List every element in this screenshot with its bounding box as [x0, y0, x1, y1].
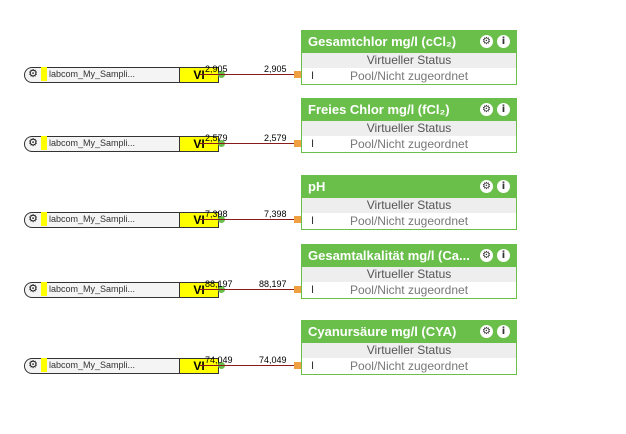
gear-icon[interactable]: ⚙ — [480, 249, 493, 262]
connection-line[interactable] — [200, 74, 299, 75]
source-type-badge: VI — [179, 67, 219, 83]
source-label: labcom_My_Sampli... — [49, 69, 136, 79]
source-label: labcom_My_Sampli... — [49, 214, 136, 224]
node-input-text: Pool/Nicht zugeordnet — [349, 137, 469, 151]
gear-icon[interactable]: ⚙ — [28, 358, 38, 371]
input-port[interactable] — [294, 286, 301, 293]
input-value: 7,398 — [264, 209, 287, 219]
source-marker — [41, 282, 47, 296]
node-input-row[interactable]: Pool/Nicht zugeordnet I — [302, 358, 516, 374]
connection-line[interactable] — [200, 143, 299, 144]
gear-icon[interactable]: ⚙ — [480, 103, 493, 116]
gear-icon[interactable]: ⚙ — [480, 325, 493, 338]
source-label: labcom_My_Sampli... — [49, 284, 136, 294]
connection-line[interactable] — [200, 219, 299, 220]
info-icon[interactable]: i — [497, 325, 510, 338]
output-value: 74,049 — [205, 355, 233, 365]
node-subtitle: Virtueller Status — [302, 267, 516, 282]
gear-icon[interactable]: ⚙ — [28, 67, 38, 80]
input-value: 88,197 — [259, 279, 287, 289]
output-value: 88,197 — [205, 279, 233, 289]
source-marker — [41, 136, 47, 150]
input-value: 2,905 — [264, 64, 287, 74]
node-subtitle: Virtueller Status — [302, 121, 516, 136]
source-pill — [24, 136, 179, 152]
source-block[interactable]: ⚙ labcom_My_Sampli... VI — [24, 282, 225, 298]
node-input-text: Pool/Nicht zugeordnet — [349, 359, 469, 373]
node-input-text: Pool/Nicht zugeordnet — [349, 69, 469, 83]
node-header: Cyanursäure mg/l (CYA) ⚙ i — [302, 321, 516, 343]
source-pill — [24, 282, 179, 298]
source-block[interactable]: ⚙ labcom_My_Sampli... VI — [24, 136, 225, 152]
output-value: 2,905 — [205, 64, 228, 74]
source-block[interactable]: ⚙ labcom_My_Sampli... VI — [24, 358, 225, 374]
info-icon[interactable]: i — [497, 103, 510, 116]
virtual-status-node[interactable]: Gesamtalkalität mg/l (Ca... ⚙ i Virtuell… — [301, 244, 517, 299]
gear-icon[interactable]: ⚙ — [480, 35, 493, 48]
connection-line[interactable] — [200, 365, 299, 366]
input-port[interactable] — [294, 140, 301, 147]
node-title: Freies Chlor mg/l (fCl₂) — [308, 102, 450, 117]
node-title: Gesamtalkalität mg/l (Ca... — [308, 248, 470, 263]
node-input-row[interactable]: Pool/Nicht zugeordnet I — [302, 213, 516, 229]
node-title: Cyanursäure mg/l (CYA) — [308, 324, 457, 339]
gear-icon[interactable]: ⚙ — [28, 136, 38, 149]
node-header: pH ⚙ i — [302, 176, 516, 198]
source-label: labcom_My_Sampli... — [49, 138, 136, 148]
node-header: Gesamtalkalität mg/l (Ca... ⚙ i — [302, 245, 516, 267]
source-label: labcom_My_Sampli... — [49, 360, 136, 370]
source-pill — [24, 212, 179, 228]
virtual-status-node[interactable]: Freies Chlor mg/l (fCl₂) ⚙ i Virtueller … — [301, 98, 517, 153]
input-port[interactable] — [294, 71, 301, 78]
node-input-letter: I — [311, 215, 315, 227]
source-marker — [41, 358, 47, 372]
info-icon[interactable]: i — [497, 35, 510, 48]
output-value: 7,398 — [205, 209, 228, 219]
source-marker — [41, 212, 47, 226]
gear-icon[interactable]: ⚙ — [28, 282, 38, 295]
gear-icon[interactable]: ⚙ — [480, 180, 493, 193]
virtual-status-node[interactable]: Cyanursäure mg/l (CYA) ⚙ i Virtueller St… — [301, 320, 517, 375]
source-pill — [24, 67, 179, 83]
node-subtitle: Virtueller Status — [302, 53, 516, 68]
node-input-letter: I — [311, 138, 315, 150]
node-input-text: Pool/Nicht zugeordnet — [349, 283, 469, 297]
node-subtitle: Virtueller Status — [302, 343, 516, 358]
node-input-text: Pool/Nicht zugeordnet — [349, 214, 469, 228]
output-value: 2,579 — [205, 133, 228, 143]
node-input-row[interactable]: Pool/Nicht zugeordnet I — [302, 136, 516, 152]
info-icon[interactable]: i — [497, 249, 510, 262]
node-title: pH — [308, 179, 326, 194]
input-value: 74,049 — [259, 355, 287, 365]
source-marker — [41, 67, 47, 81]
source-pill — [24, 358, 179, 374]
source-block[interactable]: ⚙ labcom_My_Sampli... VI — [24, 212, 225, 228]
input-port[interactable] — [294, 362, 301, 369]
node-input-letter: I — [311, 284, 315, 296]
input-value: 2,579 — [264, 133, 287, 143]
virtual-status-node[interactable]: pH ⚙ i Virtueller Status Pool/Nicht zuge… — [301, 175, 517, 230]
virtual-status-node[interactable]: Gesamtchlor mg/l (cCl₂) ⚙ i Virtueller S… — [301, 30, 517, 85]
gear-icon[interactable]: ⚙ — [28, 212, 38, 225]
source-type-badge: VI — [179, 282, 219, 298]
source-block[interactable]: ⚙ labcom_My_Sampli... VI — [24, 67, 225, 83]
connection-line[interactable] — [200, 289, 299, 290]
node-header: Gesamtchlor mg/l (cCl₂) ⚙ i — [302, 31, 516, 53]
node-input-row[interactable]: Pool/Nicht zugeordnet I — [302, 282, 516, 298]
node-input-row[interactable]: Pool/Nicht zugeordnet I — [302, 68, 516, 84]
node-input-letter: I — [311, 70, 315, 82]
node-title: Gesamtchlor mg/l (cCl₂) — [308, 34, 457, 49]
node-header: Freies Chlor mg/l (fCl₂) ⚙ i — [302, 99, 516, 121]
input-port[interactable] — [294, 216, 301, 223]
node-input-letter: I — [311, 360, 315, 372]
node-subtitle: Virtueller Status — [302, 198, 516, 213]
info-icon[interactable]: i — [497, 180, 510, 193]
